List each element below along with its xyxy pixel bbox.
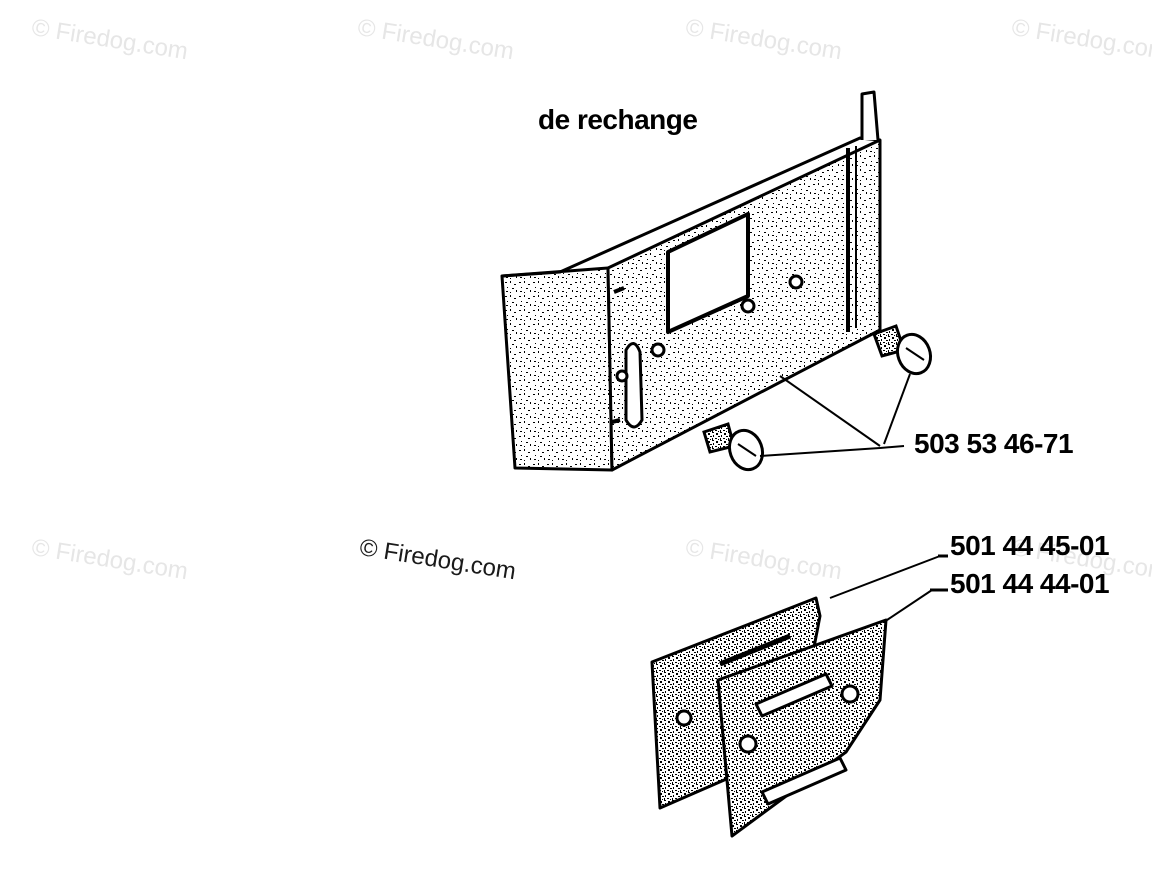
plate-inner — [716, 618, 888, 838]
part-number-plate-inner: 501 44 44-01 — [950, 568, 1110, 599]
part-number-plate-outer: 501 44 45-01 — [950, 530, 1110, 561]
screw-left — [702, 422, 765, 472]
leader-plates — [829, 554, 948, 623]
cover-plate — [500, 90, 882, 472]
screw-right — [872, 324, 933, 376]
section-heading: de rechange — [538, 104, 698, 135]
leader-screw — [759, 373, 911, 457]
part-number-screw: 503 53 46-71 — [914, 428, 1074, 459]
